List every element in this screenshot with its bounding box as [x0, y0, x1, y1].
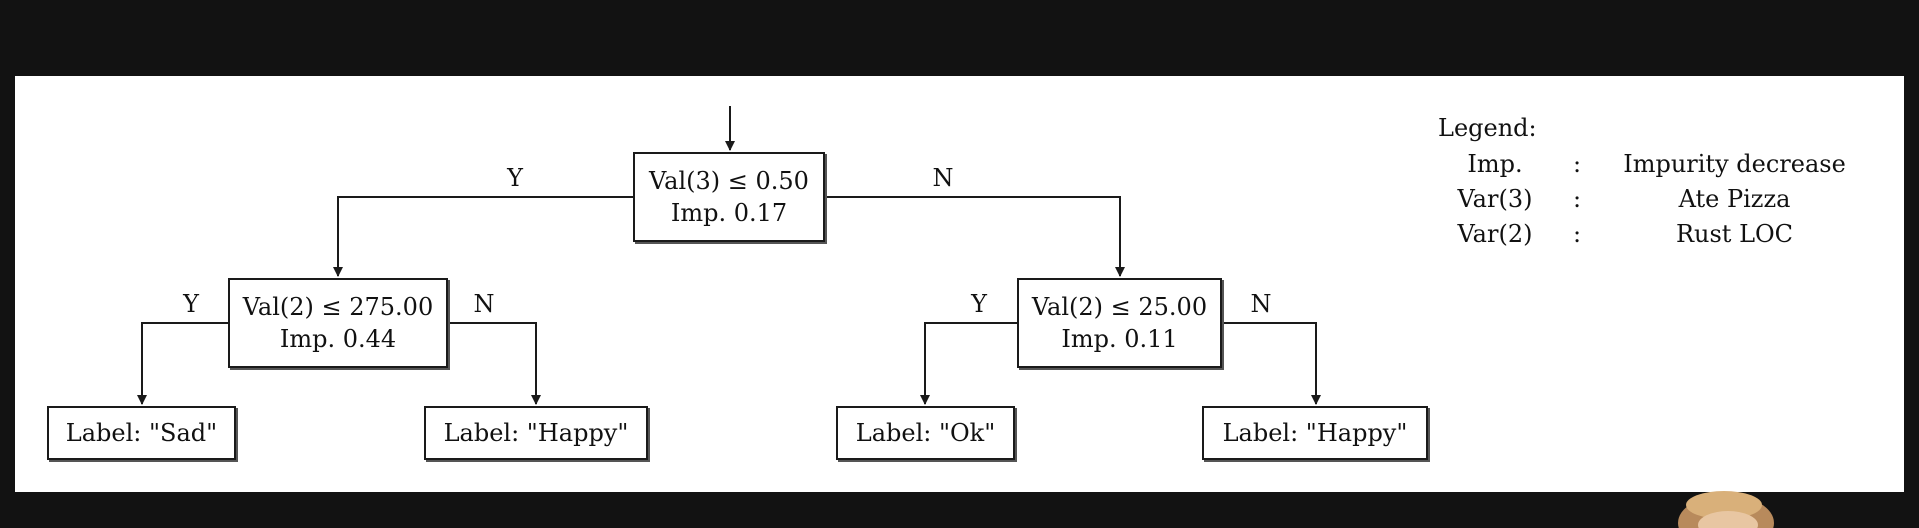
- edge-label-no: N: [473, 290, 495, 318]
- right-split-node: Val(2) ≤ 25.00 Imp. 0.11: [1017, 278, 1222, 368]
- legend-value: Rust LOC: [1675, 219, 1794, 248]
- legend-value: Impurity decrease: [1623, 149, 1846, 178]
- legend-key: Imp.: [1467, 149, 1523, 178]
- legend-title: Legend:: [1438, 114, 1537, 142]
- edge-label-yes: Y: [183, 290, 199, 318]
- leaf-label: Label: "Ok": [855, 418, 996, 447]
- right-impurity: Imp. 0.11: [1061, 325, 1178, 353]
- legend-key: Var(2): [1457, 219, 1533, 248]
- legend-row: Var(3) : Ate Pizza: [1438, 181, 1867, 216]
- legend-separator: :: [1572, 149, 1582, 178]
- edge-right-no: [1222, 322, 1321, 405]
- leaf-node: Label: "Happy": [1202, 406, 1428, 460]
- left-condition: Val(2) ≤ 275.00: [242, 292, 434, 321]
- legend-key: Var(3): [1457, 184, 1533, 213]
- legend-separator: :: [1572, 219, 1582, 248]
- leaf-label: Label: "Happy": [443, 418, 629, 447]
- edge-left-no: [448, 322, 541, 405]
- leaf-label: Label: "Sad": [65, 418, 218, 447]
- leaf-node: Label: "Happy": [424, 406, 648, 460]
- edge-label-no: N: [1250, 290, 1272, 318]
- edge-root-no: [825, 196, 1125, 277]
- legend-row: Var(2) : Rust LOC: [1438, 216, 1867, 251]
- left-impurity: Imp. 0.44: [279, 325, 397, 353]
- root-impurity: Imp. 0.17: [670, 199, 788, 227]
- right-condition: Val(2) ≤ 25.00: [1031, 292, 1208, 321]
- legend-separator: :: [1572, 184, 1582, 213]
- edge-root-yes: [333, 196, 633, 277]
- leaf-node: Label: "Ok": [836, 406, 1015, 460]
- edge-right-yes: [920, 322, 1017, 405]
- edge-left-yes: [137, 322, 228, 405]
- presenter-thumbnail: [1678, 491, 1774, 528]
- leaf-label: Label: "Happy": [1222, 418, 1408, 447]
- legend: Legend: Imp. : Impurity decrease Var(3) …: [1438, 114, 1867, 251]
- edge-label-yes: Y: [507, 164, 523, 192]
- edge-label-no: N: [932, 164, 954, 192]
- root-node: Val(3) ≤ 0.50 Imp. 0.17: [633, 152, 825, 242]
- leaf-node: Label: "Sad": [47, 406, 236, 460]
- left-split-node: Val(2) ≤ 275.00 Imp. 0.44: [228, 278, 448, 368]
- legend-row: Imp. : Impurity decrease: [1438, 146, 1867, 181]
- legend-value: Ate Pizza: [1678, 184, 1791, 213]
- root-condition: Val(3) ≤ 0.50: [649, 166, 809, 195]
- edge-label-yes: Y: [971, 290, 987, 318]
